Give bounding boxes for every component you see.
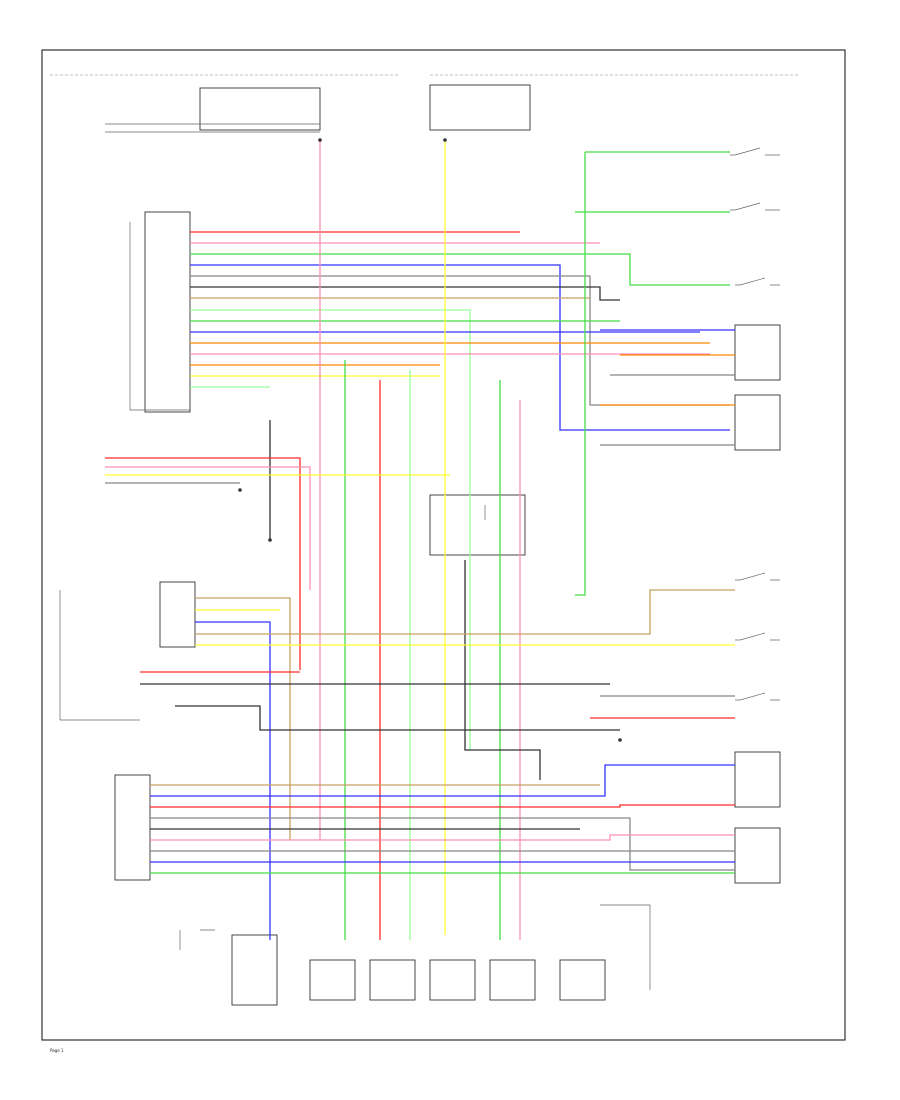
bottom-right-switch-line (600, 904, 651, 990)
switch-box-2 (734, 394, 781, 451)
actuator-3 (429, 959, 476, 1001)
wire-blue-bottom (150, 764, 735, 797)
wire-black-long2 (175, 705, 620, 731)
fuse-feed-lines (105, 123, 320, 133)
switch-3 (735, 277, 780, 286)
fuse-block-right (429, 84, 531, 131)
actuator-2 (369, 959, 416, 1001)
splice-3 (268, 538, 272, 542)
actuator-5 (559, 959, 606, 1001)
connector-bracket (129, 222, 190, 411)
switch-1 (730, 147, 780, 156)
wire-black-1 (190, 286, 620, 301)
wire-red-mid (105, 457, 301, 670)
fuse-block-left (199, 87, 321, 131)
connector-block-left (144, 211, 191, 413)
wire-blue-1 (190, 264, 730, 431)
actuator-1 (309, 959, 356, 1001)
switch-4 (735, 572, 780, 581)
wire-gray-1 (190, 275, 730, 406)
connector-block-mid (159, 581, 196, 648)
switch-2 (730, 202, 780, 211)
wire-pink-bottom (150, 834, 735, 841)
bottom-switch-box (231, 934, 278, 1006)
splice-2 (443, 138, 447, 142)
wire-lightgreen-1 (190, 309, 471, 750)
wire-green-drop (575, 152, 586, 596)
actuator-4 (489, 959, 536, 1001)
connector-block-bottom (114, 774, 151, 881)
wire-tan-switch4 (195, 589, 735, 635)
switch-5 (735, 632, 780, 641)
switch-box-1 (734, 324, 781, 381)
wire-green-1 (190, 253, 730, 286)
control-unit-outline (59, 590, 140, 721)
wire-gray-bottom (150, 817, 735, 871)
switch-box-3 (734, 751, 781, 808)
wire-blue-mid (195, 621, 271, 940)
switch-6 (735, 692, 780, 701)
wire-tan-mid (195, 597, 291, 840)
center-relay-module (429, 494, 526, 556)
diagram-frame (41, 49, 846, 1041)
footer-label: Page 1 (50, 1048, 64, 1053)
wire-red-bottom (150, 804, 735, 808)
splice-1 (318, 138, 322, 142)
splice-5 (618, 738, 622, 742)
switch-box-4 (734, 827, 781, 884)
wire-black-trunk2 (464, 560, 541, 780)
wire-pink-mid (105, 466, 311, 590)
splice-4 (238, 488, 242, 492)
bottom-left-ground (179, 929, 215, 950)
